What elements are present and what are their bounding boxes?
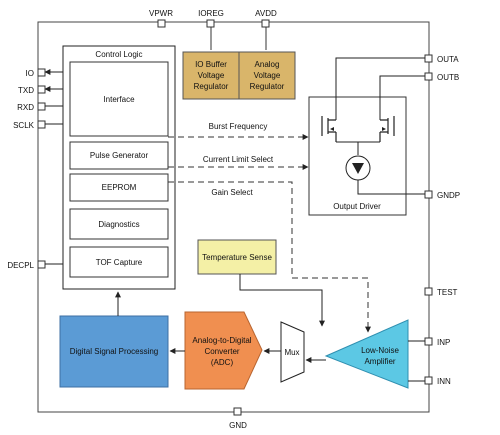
control-logic-title: Control Logic	[95, 50, 142, 59]
mux-label: Mux	[284, 348, 299, 357]
pin-inp-label: INP	[437, 338, 450, 347]
lna-line-1: Low-Noise	[361, 346, 399, 355]
pin-outa-label: OUTA	[437, 55, 459, 64]
pin-outa: OUTA	[424, 54, 459, 64]
output-driver-block: Output Driver	[308, 57, 425, 216]
adc-line-2: Converter	[204, 347, 239, 356]
interface-block	[69, 61, 169, 137]
analog-regulator-line-1: Analog	[255, 60, 280, 69]
pin-txd-label: TXD	[18, 86, 34, 95]
pin-avdd-label: AVDD	[255, 9, 277, 18]
analog-regulator-line-2: Voltage	[254, 71, 281, 80]
pin-test: TEST	[424, 287, 458, 297]
pin-gndp-label: GNDP	[437, 191, 460, 200]
output-driver-label: Output Driver	[333, 202, 381, 211]
dsp-block: Digital Signal Processing	[59, 315, 169, 388]
pin-sclk: SCLK	[13, 120, 71, 130]
lna-line-2: Amplifier	[364, 357, 395, 366]
pin-test-label: TEST	[437, 288, 458, 297]
burst-frequency-signal: Burst Frequency	[168, 122, 309, 140]
analog-regulator-line-3: Regulator	[250, 82, 285, 91]
io-buffer-regulator: IO Buffer Voltage Regulator	[182, 51, 240, 100]
current-limit-signal: Current Limit Select	[168, 155, 309, 170]
pulse-generator-block	[69, 141, 169, 170]
gain-select-label: Gain Select	[211, 188, 253, 197]
dsp-label: Digital Signal Processing	[70, 347, 159, 356]
eeprom-block	[69, 173, 169, 202]
io-regulator-line-2: Voltage	[198, 71, 225, 80]
pin-sclk-label: SCLK	[13, 121, 35, 130]
tof-capture-label: TOF Capture	[96, 258, 143, 267]
lna-block: Low-Noise Amplifier	[324, 319, 409, 389]
interface-label: Interface	[103, 95, 135, 104]
burst-frequency-label: Burst Frequency	[209, 122, 268, 131]
pin-io-label: IO	[26, 69, 34, 78]
control-logic-block: Control Logic Interface Pulse Generator …	[62, 45, 176, 290]
transistor-a-icon	[321, 116, 337, 142]
tof-capture-block	[69, 246, 169, 278]
current-limit-label: Current Limit Select	[203, 155, 274, 164]
pin-gnd: GND	[229, 407, 247, 430]
adc-block: Analog-to-Digital Converter (ADC)	[184, 311, 263, 390]
diagnostics-block	[69, 208, 169, 240]
temperature-sense-block: Temperature Sense	[197, 239, 277, 275]
pin-txd: TXD	[18, 85, 70, 95]
pin-ioreg: IOREG	[198, 9, 224, 50]
pin-decpl: DECPL	[7, 260, 71, 270]
pin-rxd: RXD	[17, 102, 71, 112]
diagnostics-label: Diagnostics	[98, 220, 139, 229]
mux-block: Mux	[280, 321, 305, 383]
analog-regulator: Analog Voltage Regulator	[238, 51, 296, 100]
temp-to-mux-arrow	[239, 274, 325, 327]
adc-line-1: Analog-to-Digital	[192, 336, 251, 345]
pin-ioreg-label: IOREG	[198, 9, 224, 18]
adc-line-3: (ADC)	[211, 358, 234, 367]
gain-select-signal: Gain Select	[168, 181, 371, 333]
eeprom-label: EEPROM	[102, 183, 137, 192]
pin-gnd-label: GND	[229, 421, 247, 430]
io-regulator-line-3: Regulator	[194, 82, 229, 91]
pin-vpwr-label: VPWR	[149, 9, 173, 18]
pin-inn-label: INN	[437, 377, 451, 386]
pin-gndp: GNDP	[424, 190, 460, 200]
pulse-generator-label: Pulse Generator	[90, 151, 149, 160]
pin-outb-label: OUTB	[437, 73, 459, 82]
pin-vpwr: VPWR	[149, 9, 173, 28]
pin-avdd: AVDD	[255, 9, 277, 50]
transistor-b-icon	[379, 116, 395, 142]
pin-decpl-label: DECPL	[7, 261, 34, 270]
pin-rxd-label: RXD	[17, 103, 34, 112]
temperature-sense-label: Temperature Sense	[202, 253, 272, 262]
io-regulator-line-1: IO Buffer	[195, 60, 227, 69]
pin-outb: OUTB	[424, 72, 459, 82]
